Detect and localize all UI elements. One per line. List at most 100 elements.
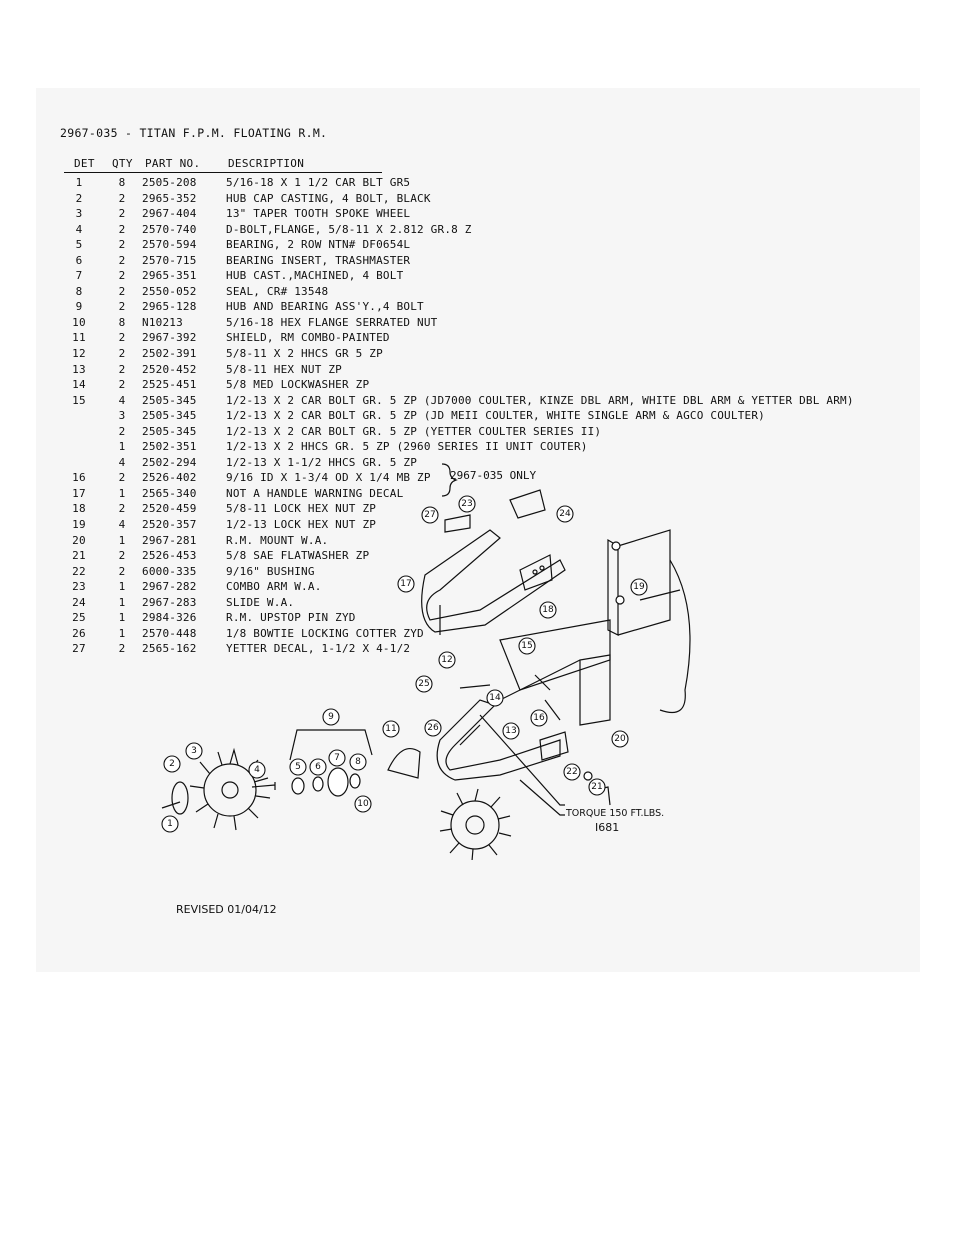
cell-det: 7 [75, 269, 83, 283]
cell-det: 23 [72, 580, 86, 594]
cell-part: 2967-281 [142, 533, 197, 547]
cell-desc: 1/2-13 X 2 CAR BOLT GR. 5 ZP (JD7000 COU… [226, 393, 854, 407]
svg-text:19: 19 [633, 582, 645, 592]
cell-qty: 3 [118, 409, 126, 423]
cell-qty: 2 [118, 253, 126, 267]
exploded-view-drawing: 2967-035 ONLY [161, 463, 691, 860]
cell-desc: SLIDE W.A. [226, 595, 295, 609]
cell-part: 2965-128 [142, 300, 197, 314]
cell-part: 2570-448 [142, 626, 197, 640]
callout-17: 17 [397, 575, 415, 593]
cell-part: 2505-208 [142, 176, 197, 189]
cell-det: 25 [72, 611, 86, 625]
header-underline [64, 172, 382, 173]
callout-14: 14 [486, 689, 504, 707]
table-row: 26 1 2570-448 1/8 BOWTIE LOCKING COTTER ZYD [0, 627, 954, 643]
callout-5: 5 [289, 758, 307, 776]
callout-9: 9 [322, 708, 340, 726]
cell-desc: 9/16 ID X 1-3/4 OD X 1/4 MB ZP [226, 471, 431, 485]
cell-desc: 5/8-11 LOCK HEX NUT ZP [226, 502, 377, 516]
cell-desc: 1/2-13 X 2 HHCS GR. 5 ZP (2960 SERIES II… [226, 440, 588, 454]
cell-part: 6000-335 [142, 564, 197, 578]
cell-det: 21 [72, 549, 86, 563]
brace-mark [441, 463, 458, 497]
cell-qty: 2 [118, 378, 126, 392]
cell-det: 2 [75, 191, 83, 205]
cell-qty: 8 [118, 315, 126, 329]
cell-part: N10213 [142, 315, 183, 329]
cell-det: 6 [75, 253, 83, 267]
cell-desc: 9/16" BUSHING [226, 564, 315, 578]
drawing-id: I681 [595, 821, 619, 834]
callout-25: 25 [415, 675, 433, 693]
svg-text:17: 17 [400, 579, 411, 589]
cell-det: 1 [75, 176, 83, 189]
cell-det: 5 [75, 238, 83, 252]
svg-text:2: 2 [169, 759, 175, 769]
cell-desc: 1/2-13 X 2 CAR BOLT GR. 5 ZP (JD MEII CO… [226, 409, 765, 423]
cell-qty: 4 [118, 455, 126, 469]
mount-plate [499, 619, 611, 726]
cell-desc: NOT A HANDLE WARNING DECAL [226, 486, 404, 500]
cell-desc: HUB AND BEARING ASS'Y.,4 BOLT [226, 300, 424, 314]
cell-part: 2965-352 [142, 191, 197, 205]
carriage-bolts [534, 674, 561, 721]
callout-27: 27 [421, 506, 439, 524]
cell-qty: 2 [118, 642, 126, 656]
callout-13: 13 [502, 722, 520, 740]
cell-qty: 1 [118, 626, 126, 640]
svg-text:4: 4 [254, 765, 260, 775]
combo-arm-upper [421, 489, 566, 635]
cell-det: 15 [72, 393, 86, 407]
cell-part: 2505-345 [142, 409, 197, 423]
callout-18: 18 [539, 601, 557, 619]
cell-desc: BEARING, 2 ROW NTN# DF0654L [226, 238, 411, 252]
torque-leader [479, 714, 565, 806]
svg-text:9: 9 [328, 712, 334, 722]
svg-text:20: 20 [614, 734, 626, 744]
brace-note: 2967-035 ONLY [450, 469, 536, 482]
cell-qty: 2 [118, 549, 126, 563]
cell-desc: 5/8-11 X 2 HHCS GR 5 ZP [226, 347, 383, 361]
cell-qty: 8 [118, 176, 126, 189]
cell-qty: 1 [118, 440, 126, 454]
cell-qty: 1 [118, 486, 126, 500]
cell-det: 10 [72, 315, 86, 329]
cell-part: 2526-402 [142, 471, 197, 485]
cell-part: 2984-326 [142, 611, 197, 625]
cell-det: 24 [72, 595, 86, 609]
cell-det: 4 [75, 222, 83, 236]
cell-det: 9 [75, 300, 83, 314]
revised-date: REVISED 01/04/12 [176, 903, 277, 916]
cell-part: 2570-715 [142, 253, 197, 267]
cell-part: 2570-594 [142, 238, 197, 252]
drawing-sheet [36, 88, 920, 972]
cell-qty: 1 [118, 533, 126, 547]
cell-det: 26 [72, 626, 86, 640]
col-header-qty: QTY [112, 157, 133, 170]
callout-2: 2 [163, 755, 181, 773]
cell-desc: 1/8 BOWTIE LOCKING COTTER ZYD [226, 626, 424, 640]
cell-det: 22 [72, 564, 86, 578]
cell-desc: 5/8-11 HEX NUT ZP [226, 362, 342, 376]
cell-qty: 1 [118, 595, 126, 609]
callout-4: 4 [248, 761, 266, 779]
cell-det: 16 [72, 471, 86, 485]
cell-det: 3 [75, 207, 83, 221]
svg-text:1: 1 [167, 819, 173, 829]
callout-1: 1 [161, 815, 179, 833]
cell-desc: R.M. UPSTOP PIN ZYD [226, 611, 356, 625]
table-row: 3 2505-345 1/2-13 X 2 CAR BOLT GR. 5 ZP (J… [0, 409, 954, 425]
carriage-bolt [161, 801, 181, 809]
callout-22: 22 [563, 763, 581, 781]
cell-desc: YETTER DECAL, 1-1/2 X 4-1/2 [226, 642, 411, 656]
